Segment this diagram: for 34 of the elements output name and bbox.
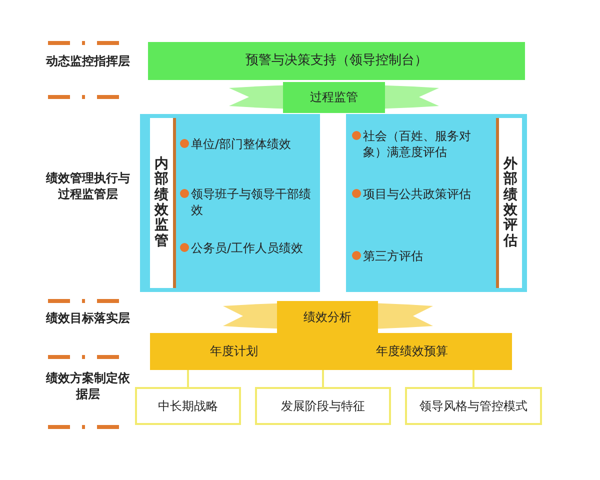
process-box [255, 387, 391, 425]
panel [140, 114, 320, 292]
layer-label: 动态监控指挥层 [46, 53, 130, 70]
node-text: 预警与决策支持（领导控制台） [246, 52, 428, 70]
item-text: 公务员/工作人员绩效 [191, 240, 304, 256]
layer-bar [150, 333, 512, 370]
vertical-heading: 内部绩效监管 [154, 156, 168, 250]
item-text: 第三方评估 [363, 248, 423, 264]
connector-line [322, 370, 324, 387]
panel [346, 114, 527, 292]
process-tab [283, 82, 385, 113]
analysis-tab [277, 301, 378, 334]
connector-line [472, 370, 474, 387]
heading-box [496, 118, 522, 288]
node-text: 年度计划 [210, 343, 258, 360]
layer-label: 绩效方案制定依据层 [46, 370, 130, 402]
layer-label: 绩效管理执行与过程监管层 [46, 170, 130, 202]
layer-bar [148, 42, 525, 80]
layer-label: 绩效目标落实层 [46, 310, 130, 326]
node-text: 领导风格与管控模式 [420, 398, 528, 414]
connector-line [187, 370, 189, 387]
node-text: 过程监管 [310, 89, 358, 106]
node-text: 绩效分析 [304, 309, 352, 326]
process-box [405, 387, 542, 425]
item-text: 领导班子与领导干部绩效 [191, 186, 312, 218]
item-text: 社会（百姓、服务对象）满意度评估 [363, 128, 472, 160]
vertical-heading: 外部绩效评估 [504, 156, 518, 250]
node-text: 中长期战略 [158, 398, 218, 414]
node-text: 发展阶段与特征 [281, 398, 365, 414]
item-text: 单位/部门整体绩效 [191, 136, 292, 152]
item-text: 项目与公共政策评估 [363, 186, 471, 202]
heading-box [150, 118, 176, 288]
node-text: 年度绩效预算 [376, 343, 448, 360]
process-box [135, 387, 241, 425]
